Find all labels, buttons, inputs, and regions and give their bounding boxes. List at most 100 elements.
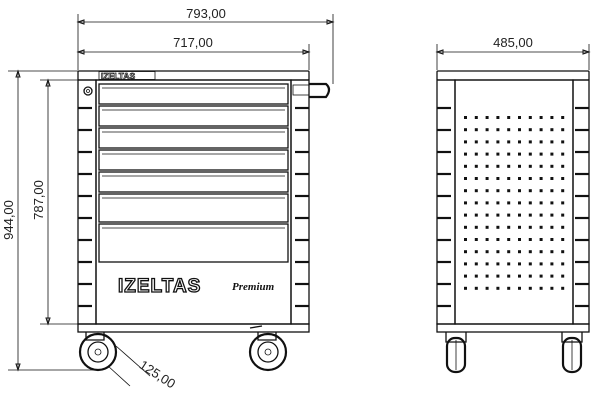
lock-icon <box>83 86 93 96</box>
perforation-hole <box>464 225 467 229</box>
perforation-hole <box>550 238 554 241</box>
perforation-hole <box>507 128 511 132</box>
perforation-hole <box>539 116 543 119</box>
perforation-hole <box>474 177 478 180</box>
perforation-hole <box>507 274 511 278</box>
perforation-hole <box>518 152 521 156</box>
perforation-hole <box>550 225 554 229</box>
perforation-hole <box>539 213 543 217</box>
perforation-hole <box>507 164 511 168</box>
front-base <box>77 323 310 333</box>
perforation-hole <box>464 274 467 278</box>
perforation-hole <box>550 128 554 132</box>
drawer-1 <box>98 83 289 105</box>
perforation-hole <box>518 225 521 229</box>
side-left-caster <box>445 332 467 374</box>
perforation-hole <box>507 189 511 193</box>
perforation-hole <box>528 225 532 229</box>
perforation-hole <box>474 164 478 168</box>
perforation-hole <box>496 152 500 156</box>
perforation-hole <box>485 250 489 254</box>
perforation-hole <box>474 189 478 193</box>
perforation-hole <box>507 201 511 205</box>
perforation-hole <box>518 238 521 241</box>
perforation-hole <box>496 213 500 217</box>
perforation-hole <box>496 274 500 278</box>
perforation-hole <box>507 177 511 180</box>
perforation-hole <box>561 201 565 205</box>
side-handle <box>309 82 331 99</box>
perforation-hole <box>474 140 478 144</box>
perforation-hole <box>561 116 565 119</box>
perforation-hole <box>464 213 467 217</box>
perforation-hole <box>561 152 565 156</box>
perforation-hole <box>464 262 467 266</box>
perforation-hole <box>485 238 489 241</box>
perforation-hole <box>485 152 489 156</box>
perforation-hole <box>518 116 521 119</box>
drawer-7 <box>98 223 289 263</box>
perforation-hole <box>539 250 543 254</box>
dim-wheel-diameter: 125,00 <box>137 357 179 391</box>
perforation-hole <box>561 225 565 229</box>
front-right-caster <box>248 325 288 372</box>
perforation-hole <box>464 140 467 144</box>
perforation-hole <box>464 201 467 205</box>
perforation-hole <box>561 286 565 290</box>
perforation-hole <box>539 238 543 241</box>
perforation-hole <box>539 177 543 180</box>
perforation-hole <box>464 286 467 290</box>
perforation-hole <box>496 238 500 241</box>
perforation-hole <box>496 116 500 119</box>
perforation-hole <box>474 116 478 119</box>
perforation-hole <box>474 201 478 205</box>
perforation-hole <box>550 140 554 144</box>
perforation-hole <box>550 262 554 266</box>
perforation-hole <box>528 274 532 278</box>
perforation-hole <box>485 201 489 205</box>
side-worktop <box>436 70 590 81</box>
perforation-hole <box>561 164 565 168</box>
perforation-hole <box>550 116 554 119</box>
side-rails <box>78 106 309 308</box>
perforation-hole <box>528 152 532 156</box>
perforation-hole <box>507 213 511 217</box>
perforation-hole <box>496 177 500 180</box>
side-right-post <box>572 79 590 325</box>
perforation-hole <box>507 238 511 241</box>
front-logo-large: IZELTAS <box>118 276 201 297</box>
perforation-hole <box>474 250 478 254</box>
side-base <box>436 323 590 333</box>
perforation-hole <box>539 189 543 193</box>
premium-label: Premium <box>232 281 275 293</box>
front-left-caster <box>78 332 118 372</box>
perforation-hole <box>539 286 543 290</box>
perforation-hole <box>528 262 532 266</box>
perforation-hole <box>464 164 467 168</box>
drawer-stack <box>98 83 289 263</box>
perforation-hole <box>496 128 500 132</box>
perforation-hole <box>464 177 467 180</box>
dim-overall-height: 944,00 <box>1 200 16 240</box>
front-right-post <box>290 79 310 325</box>
perforation-hole <box>528 116 532 119</box>
perforation-hole <box>496 201 500 205</box>
perforation-hole <box>550 286 554 290</box>
perforation-hole <box>518 177 521 180</box>
perforation-hole <box>485 286 489 290</box>
side-left-post <box>436 79 456 325</box>
dim-body-width: 717,00 <box>173 35 213 50</box>
perforation-hole <box>474 213 478 217</box>
perforation-hole <box>561 250 565 254</box>
perforation-hole <box>539 128 543 132</box>
perforation-hole <box>518 262 521 266</box>
perforation-hole <box>561 128 565 132</box>
perforation-hole <box>550 164 554 168</box>
drawer-4 <box>98 149 289 171</box>
perforation-hole <box>496 140 500 144</box>
perforation-hole <box>518 189 521 193</box>
front-view: IZELTAS IZELTAS Premium <box>77 70 331 372</box>
dim-body-height: 787,00 <box>31 180 46 220</box>
perforation-hole <box>464 250 467 254</box>
